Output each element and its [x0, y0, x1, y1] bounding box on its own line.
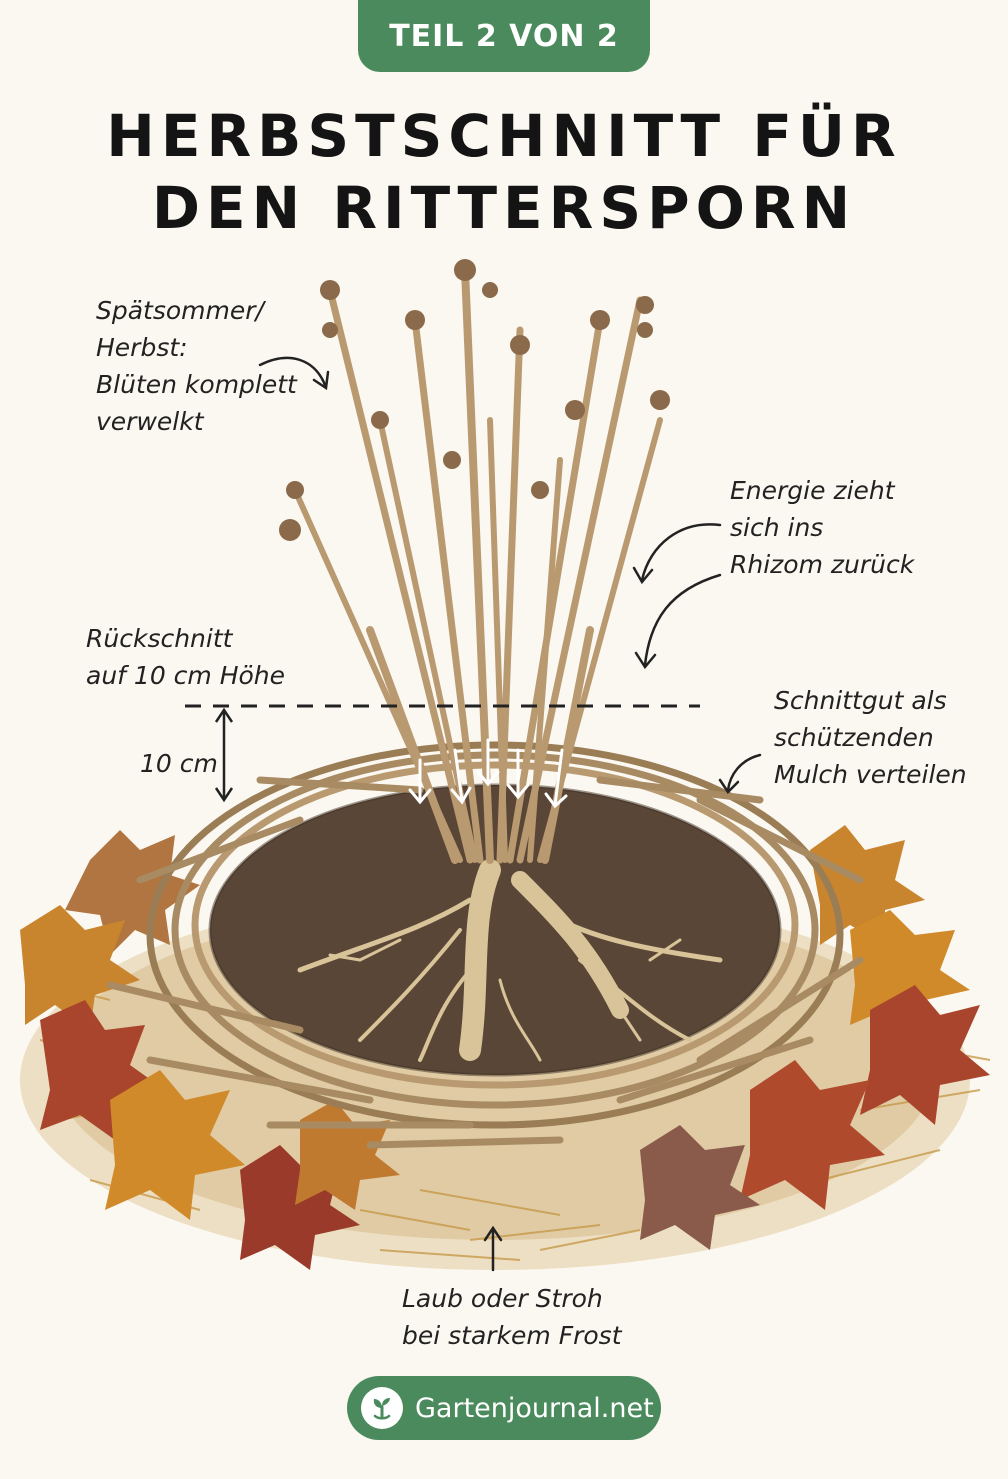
title-line-2: DEN RITTERSPORN — [151, 174, 857, 242]
height-dimension-arrow — [214, 707, 234, 803]
part-badge: TEIL 2 VON 2 — [358, 0, 650, 72]
annotation-line: auf 10 cm Höhe — [86, 661, 286, 690]
annotation-line: bei starkem Frost — [402, 1321, 622, 1350]
page-title: HERBSTSCHNITT FÜR DEN RITTERSPORN — [0, 100, 1008, 244]
annotation-line: Rückschnitt — [86, 624, 233, 653]
rhizome — [297, 859, 723, 1062]
autumn-leaves — [20, 825, 990, 1270]
annotation-line: Blüten komplett — [96, 370, 297, 399]
annotation-leaves: Laub oder Stroh bei starkem Frost — [402, 1280, 622, 1354]
annotation-line: sich ins — [730, 513, 824, 542]
brand-name: Gartenjournal.net — [415, 1392, 654, 1424]
annotation-line: Rhizom zurück — [730, 550, 915, 579]
annotation-line: Laub oder Stroh — [402, 1284, 603, 1313]
annotation-energy: Energie zieht sich ins Rhizom zurück — [730, 472, 914, 583]
seedling-icon — [361, 1387, 403, 1429]
annotation-arrows — [258, 356, 762, 1272]
annotation-line: Mulch verteilen — [774, 760, 967, 789]
annotation-line: Schnittgut als — [774, 686, 947, 715]
title-line-1: HERBSTSCHNITT FÜR — [106, 102, 902, 170]
annotation-mulch: Schnittgut als schützenden Mulch verteil… — [774, 682, 967, 793]
cut-stem-mulch-ring — [106, 741, 864, 1149]
height-label: 10 cm — [140, 749, 218, 778]
annotation-line: Spätsommer/ — [96, 296, 264, 325]
annotation-line: Herbst: — [96, 333, 188, 362]
soil-bed — [210, 785, 780, 1075]
wilted-flowers — [279, 259, 670, 541]
annotation-line: verwelkt — [96, 407, 204, 436]
annotation-bloom: Spätsommer/ Herbst: Blüten komplett verw… — [96, 292, 297, 440]
brand-footer[interactable]: Gartenjournal.net — [347, 1376, 661, 1440]
annotation-cut: Rückschnitt auf 10 cm Höhe — [86, 620, 285, 694]
annotation-line: Energie zieht — [730, 476, 895, 505]
annotation-line: schützenden — [774, 723, 934, 752]
energy-flow-arrows — [408, 738, 568, 809]
annotation-height: 10 cm — [140, 745, 218, 782]
